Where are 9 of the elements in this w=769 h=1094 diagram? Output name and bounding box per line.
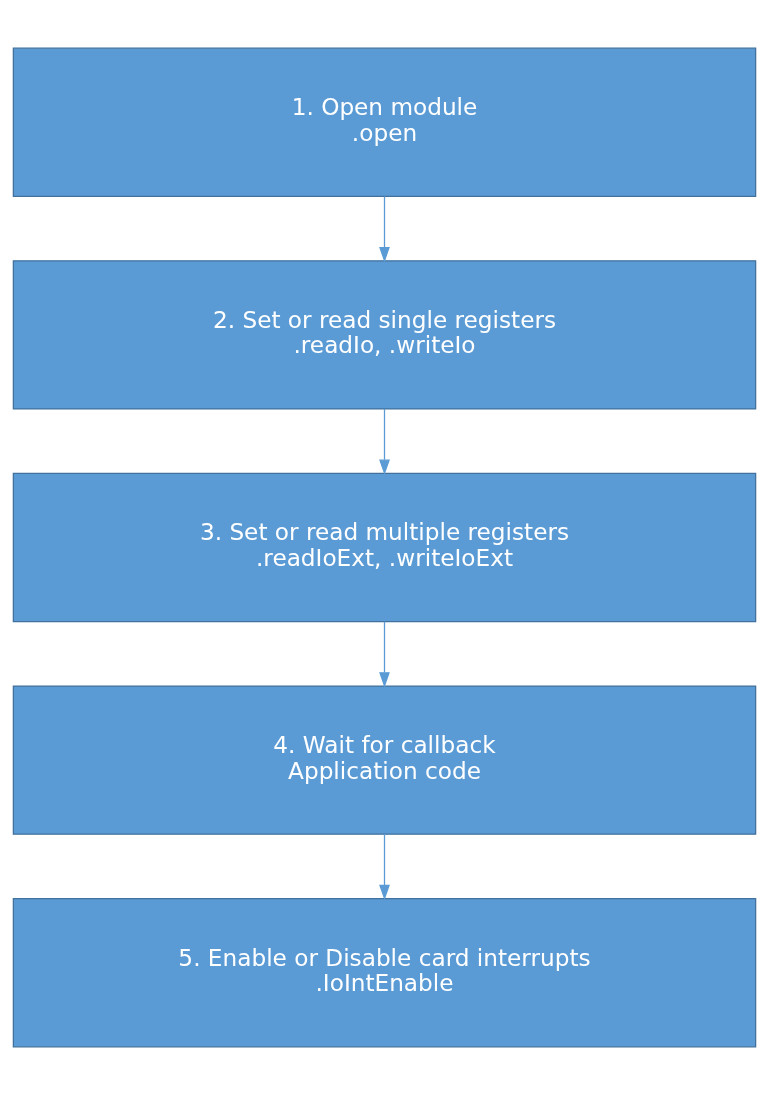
node-box: 5. Enable or Disable card interrupts .IoIntEnable	[12, 897, 757, 1047]
node-box: 4. Wait for callback Application code	[12, 684, 757, 835]
arrow	[379, 833, 390, 900]
arrow	[379, 407, 390, 475]
arrow	[379, 620, 390, 688]
node-box: 1. Open module .open	[12, 47, 757, 197]
arrow	[379, 195, 390, 262]
node-box: 3. Set or read multiple registers .readIoExt, .writeIoExt	[12, 472, 757, 622]
node-box: 2. Set or read single registers .readIo, .writeIo	[12, 259, 757, 410]
